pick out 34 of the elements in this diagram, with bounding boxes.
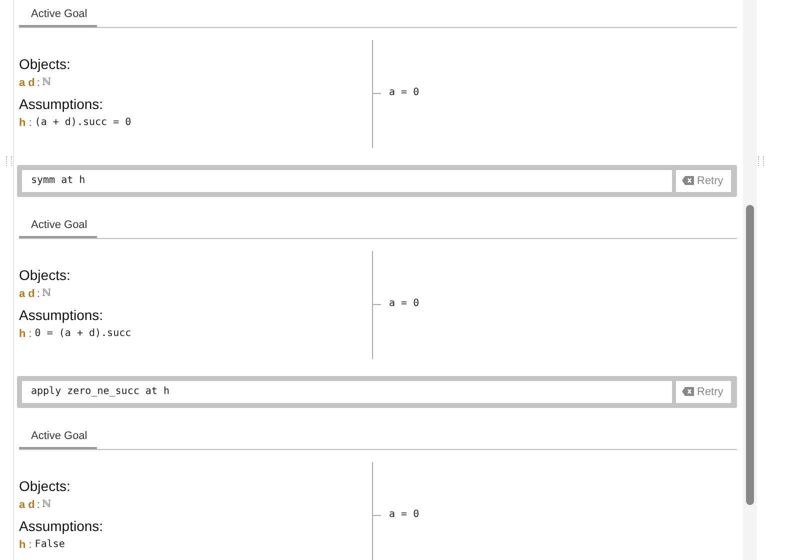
goal-expression: a = 0 — [389, 298, 420, 309]
command-field: symm at h — [22, 170, 672, 192]
retry-button: Retry — [676, 381, 731, 403]
section-heading: Objects: — [19, 478, 70, 494]
tab-label: Active Goal — [31, 430, 88, 442]
colon: : — [28, 328, 32, 340]
hypothesis-expression: 0 = (a + d).succ — [34, 328, 132, 339]
hypothesis-name: h — [19, 117, 26, 129]
colon: : — [36, 499, 40, 511]
type-name: ℕ — [42, 288, 52, 299]
variable-name: a d — [19, 288, 35, 300]
variable-name: a d — [19, 499, 35, 511]
variable-name: a d — [19, 77, 35, 89]
tab-label: Active Goal — [31, 219, 88, 231]
hypothesis-expression: (a + d).succ = 0 — [34, 117, 132, 128]
colon: : — [28, 117, 32, 129]
section-heading: Assumptions: — [19, 96, 104, 112]
tab-label: Active Goal — [31, 8, 88, 20]
section-heading: Assumptions: — [19, 518, 104, 534]
command-field: apply zero_ne_succ at h — [22, 381, 672, 403]
hypothesis-expression: False — [34, 539, 65, 550]
hypothesis-name: h — [19, 539, 26, 551]
type-name: ℕ — [42, 77, 52, 88]
section-heading: Objects: — [19, 56, 70, 72]
colon: : — [36, 77, 40, 89]
goal-expression: a = 0 — [389, 87, 420, 98]
retry-button: Retry — [676, 170, 731, 192]
section-heading: Assumptions: — [19, 307, 104, 323]
hypothesis-name: h — [19, 328, 26, 340]
colon: : — [28, 539, 32, 551]
section-heading: Objects: — [19, 267, 70, 283]
type-name: ℕ — [42, 499, 52, 510]
goal-expression: a = 0 — [389, 509, 420, 520]
colon: : — [36, 288, 40, 300]
